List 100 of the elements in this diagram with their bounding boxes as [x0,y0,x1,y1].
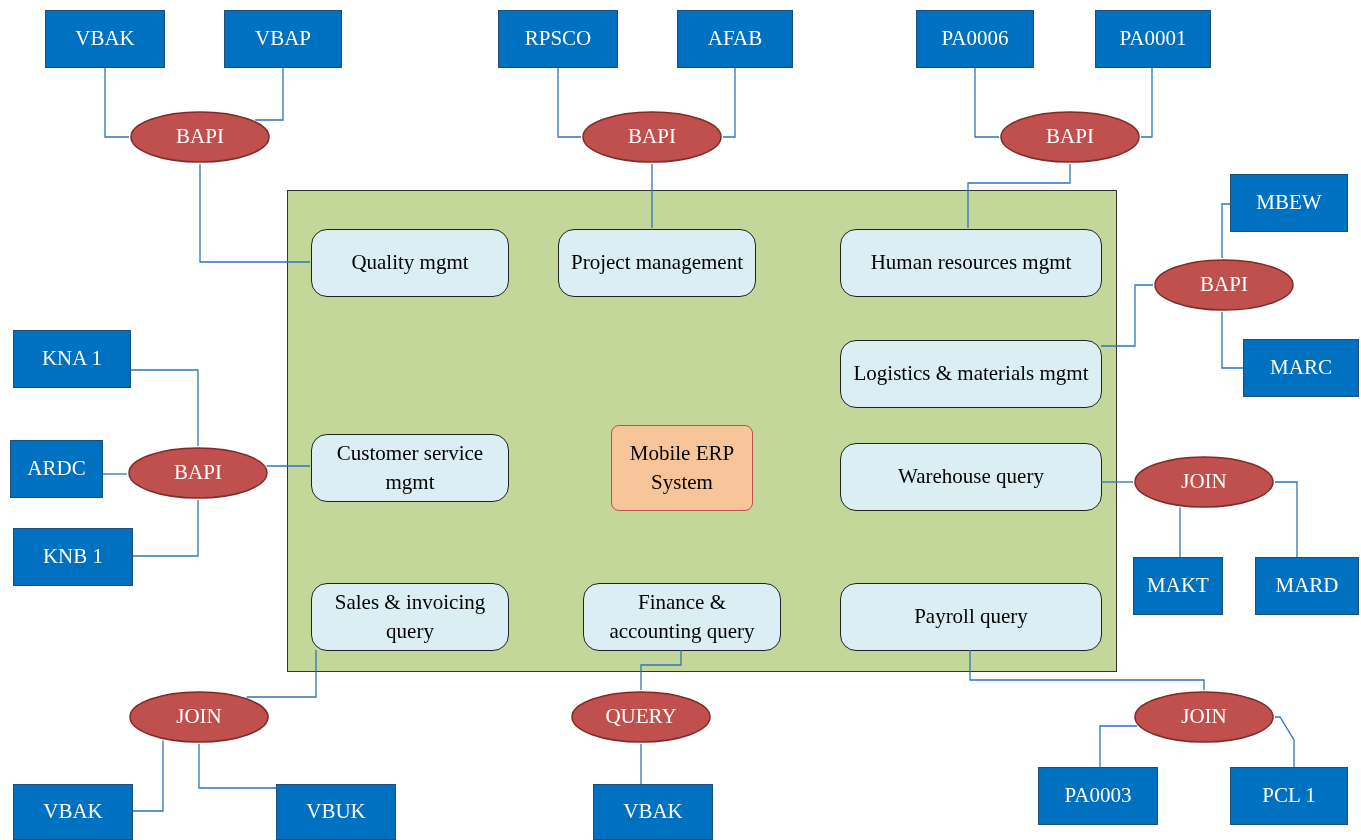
connector-line [967,163,1071,229]
connector-line [651,163,653,229]
node-label: RPSCO [524,25,592,53]
table-box [677,10,793,68]
node-label: Customer service mgmt [335,439,485,496]
table-box [13,330,131,388]
table-box [593,784,713,840]
table-box [13,528,133,586]
connector-line [102,473,128,475]
module-box [558,229,756,297]
connector-line [198,743,277,789]
node-label: BAPI [1200,271,1248,299]
node-label: PA0001 [1119,25,1187,53]
node-label: MBEW [1256,189,1322,217]
method-ellipse [581,110,723,164]
node-label: ARDC [27,455,86,483]
node-label: PCL 1 [1262,782,1316,810]
system-box [611,425,753,511]
table-box [1133,557,1223,615]
table-box [45,10,165,68]
node-label: Finance & accounting query [608,588,756,645]
node-label: VBAP [255,25,311,53]
table-box [1243,339,1359,397]
connector-line [265,465,311,467]
connector-line [254,67,284,121]
node-label: JOIN [1181,468,1227,496]
node-label: QUERY [605,703,677,731]
node-label: Human resources mgmt [870,249,1072,277]
table-box [1230,174,1348,232]
connector-line [199,163,311,263]
method-ellipse [1153,258,1295,312]
table-box [224,10,342,68]
node-label: AFAB [707,25,763,53]
connector-line [722,67,736,138]
node-label: Warehouse query [898,463,1044,491]
module-box [583,583,781,651]
node-label: Payroll query [914,603,1028,631]
table-box [498,10,618,68]
table-box [276,784,396,840]
module-box [840,229,1102,297]
connector-line [1221,203,1231,259]
node-label: MAKT [1147,572,1209,600]
connector-line [1100,284,1154,347]
module-box [311,434,509,502]
connector-line [130,369,199,447]
connector-line [246,649,317,698]
connector-line [640,649,682,691]
node-label: Mobile ERP System [628,439,736,496]
module-box [311,583,509,651]
module-box [840,583,1102,651]
table-box [1255,557,1359,615]
connector-line [104,67,130,138]
table-box [1038,767,1158,825]
table-box [1230,767,1348,825]
method-ellipse [128,690,270,744]
node-label: BAPI [628,123,676,151]
connector-line [1100,481,1134,483]
node-label: MARC [1270,354,1332,382]
table-box [916,10,1034,68]
method-ellipse [1133,455,1275,509]
node-label: JOIN [1181,703,1227,731]
connector-line [132,739,164,812]
node-label: VBAK [623,798,683,826]
node-label: VBUK [306,798,366,826]
table-box [13,784,133,840]
table-box [10,440,103,498]
node-label: JOIN [176,703,222,731]
method-ellipse [127,446,269,500]
node-label: KNA 1 [41,345,103,373]
connector-line [1221,311,1244,369]
node-label: BAPI [176,123,224,151]
container-panel [287,190,1117,672]
connector-line [1140,67,1153,138]
node-label: Logistics & materials mgmt [853,360,1089,388]
node-label: MARD [1275,572,1339,600]
node-label: KNB 1 [42,543,104,571]
connector-line [1179,506,1181,558]
node-label: Sales & invoicing query [333,588,487,645]
connector-line [974,67,1000,138]
node-label: Quality mgmt [351,249,469,277]
connector-line [969,649,1205,691]
connector-line [1274,716,1295,768]
connector-line [640,743,642,785]
method-ellipse [570,690,712,744]
connector-line [1274,481,1298,558]
method-ellipse [999,110,1141,164]
method-ellipse [129,110,271,164]
node-label: PA0003 [1064,782,1132,810]
connector-line [1099,725,1138,768]
node-label: BAPI [1046,123,1094,151]
module-box [311,229,509,297]
connector-line [557,67,582,138]
module-box [840,443,1102,511]
node-label: VBAK [75,25,135,53]
connector-line [132,499,199,557]
node-label: BAPI [174,459,222,487]
method-ellipse [1133,690,1275,744]
node-label: VBAK [43,798,103,826]
node-label: Project management [571,249,743,277]
node-label: PA0006 [941,25,1009,53]
